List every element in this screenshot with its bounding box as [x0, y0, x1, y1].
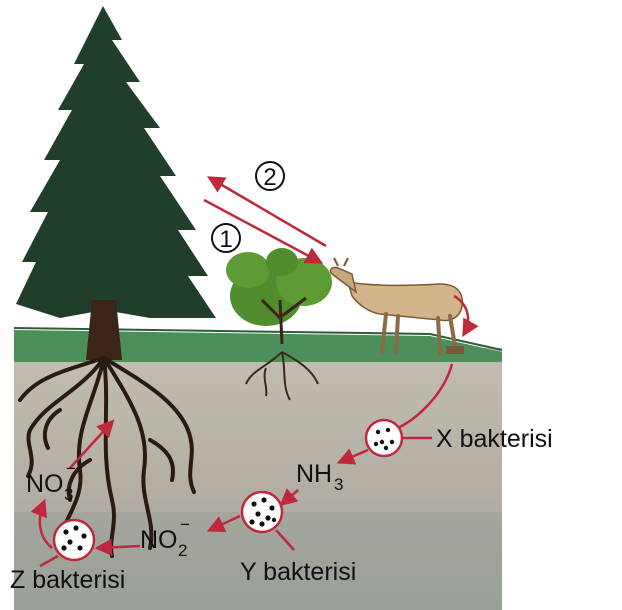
z-bacteria-icon: [54, 520, 94, 560]
z-bacteria-label: Z bakterisi: [10, 566, 125, 594]
x-bacteria-label: X bakterisi: [436, 425, 553, 453]
x-bacteria-icon: [366, 420, 402, 456]
tree: [16, 6, 216, 360]
step-1-label: 1: [219, 226, 232, 253]
step-arrows: 2 1: [204, 162, 326, 262]
tree-trunk: [86, 300, 122, 360]
y-bacteria-label: Y bakterisi: [240, 558, 356, 586]
svg-text:NH: NH: [296, 460, 332, 488]
bush: [226, 248, 332, 344]
tree-crown: [16, 6, 216, 318]
svg-text:3: 3: [334, 475, 343, 494]
step-2-label: 2: [263, 164, 276, 191]
svg-text:−: −: [180, 515, 190, 534]
svg-text:NO: NO: [140, 526, 178, 554]
svg-text:−: −: [66, 459, 76, 478]
svg-text:2: 2: [178, 541, 187, 560]
droppings: [446, 346, 464, 354]
y-bacteria-icon: [242, 492, 282, 532]
svg-text:3: 3: [64, 485, 73, 504]
svg-text:NO: NO: [26, 470, 64, 498]
